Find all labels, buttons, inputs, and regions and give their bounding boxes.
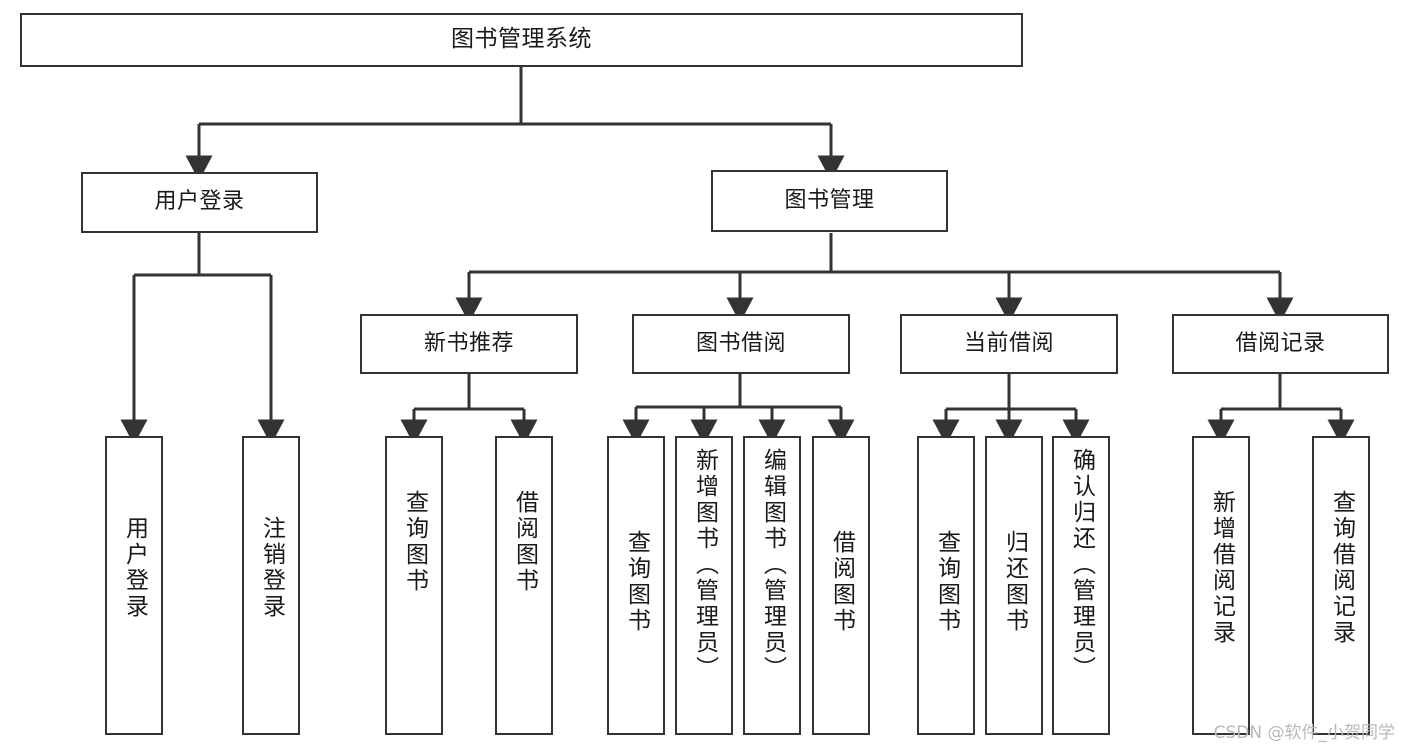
leaf-current-return-book-label: 归还图书 — [1001, 530, 1028, 634]
leaf-new-book-query[interactable]: 查询图书 — [385, 436, 443, 735]
node-borrow-record[interactable]: 借阅记录 — [1172, 314, 1389, 374]
node-current-borrow[interactable]: 当前借阅 — [900, 314, 1118, 374]
leaf-current-query-book-label: 查询图书 — [933, 530, 960, 634]
leaf-user-login-login-label: 用户登录 — [121, 516, 148, 620]
leaf-current-confirm-return-admin-label: 确认归还（管理员） — [1068, 448, 1095, 682]
leaf-user-login-logout-label: 注销登录 — [258, 516, 285, 620]
leaf-record-query[interactable]: 查询借阅记录 — [1312, 436, 1370, 735]
leaf-record-query-label: 查询借阅记录 — [1328, 490, 1355, 646]
leaf-borrow-add-book-admin-label: 新增图书（管理员） — [691, 448, 718, 682]
node-user-login-label: 用户登录 — [154, 189, 245, 215]
leaf-borrow-query-book-label: 查询图书 — [623, 530, 650, 634]
leaf-borrow-edit-book-admin-label: 编辑图书（管理员） — [759, 448, 786, 682]
node-book-management[interactable]: 图书管理 — [711, 170, 948, 232]
node-borrow-record-label: 借阅记录 — [1235, 330, 1326, 356]
leaf-record-add[interactable]: 新增借阅记录 — [1192, 436, 1250, 735]
leaf-user-login-logout[interactable]: 注销登录 — [242, 436, 300, 735]
leaf-new-book-borrow[interactable]: 借阅图书 — [495, 436, 553, 735]
leaf-borrow-borrow-book[interactable]: 借阅图书 — [812, 436, 870, 735]
node-current-borrow-label: 当前借阅 — [963, 330, 1054, 356]
leaf-new-book-query-label: 查询图书 — [401, 490, 428, 594]
node-user-login[interactable]: 用户登录 — [81, 172, 318, 233]
leaf-new-book-borrow-label: 借阅图书 — [511, 490, 538, 594]
csdn-watermark: CSDN @软件_小贺同学 — [1213, 723, 1395, 743]
leaf-borrow-borrow-book-label: 借阅图书 — [828, 530, 855, 634]
node-new-book-recommend[interactable]: 新书推荐 — [360, 314, 578, 374]
node-new-book-recommend-label: 新书推荐 — [423, 330, 514, 356]
node-root-system[interactable]: 图书管理系统 — [20, 13, 1023, 67]
leaf-current-return-book[interactable]: 归还图书 — [985, 436, 1043, 735]
node-book-borrow[interactable]: 图书借阅 — [632, 314, 850, 374]
leaf-current-confirm-return-admin[interactable]: 确认归还（管理员） — [1052, 436, 1110, 735]
node-book-management-label: 图书管理 — [784, 187, 875, 213]
node-root-system-label: 图书管理系统 — [451, 26, 592, 53]
node-book-borrow-label: 图书借阅 — [695, 330, 786, 356]
leaf-borrow-query-book[interactable]: 查询图书 — [607, 436, 665, 735]
leaf-record-add-label: 新增借阅记录 — [1208, 490, 1235, 646]
leaf-borrow-edit-book-admin[interactable]: 编辑图书（管理员） — [743, 436, 801, 735]
leaf-borrow-add-book-admin[interactable]: 新增图书（管理员） — [675, 436, 733, 735]
leaf-user-login-login[interactable]: 用户登录 — [105, 436, 163, 735]
leaf-current-query-book[interactable]: 查询图书 — [917, 436, 975, 735]
